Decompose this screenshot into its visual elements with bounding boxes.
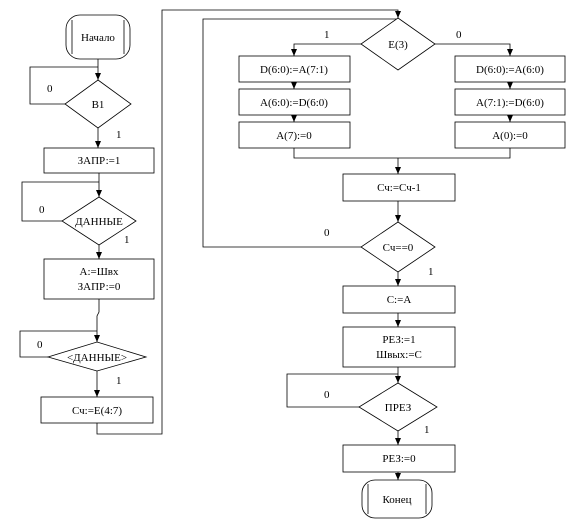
rez0-label: РЕЗ:=0 xyxy=(382,453,416,465)
a0-0-label: A(0):=0 xyxy=(492,130,528,142)
dannye-label: ДАННЫЕ xyxy=(75,216,123,228)
e3-decision: E(3) xyxy=(360,17,436,71)
d60-a71-label: D(6:0):=A(7:1) xyxy=(260,64,328,76)
prez-decision: ПРЕЗ xyxy=(358,382,438,432)
b1-label: B1 xyxy=(92,99,105,111)
c-a-process: C:=A xyxy=(342,285,456,314)
rez1-process: РЕЗ:=1 Швых:=C xyxy=(342,326,456,368)
prez-yes-label: 1 xyxy=(424,424,430,436)
b1-decision: B1 xyxy=(64,79,132,129)
rez1-line1: РЕЗ:=1 xyxy=(382,334,415,346)
zapr1-process: ЗАПР:=1 xyxy=(43,147,155,174)
a71-d60-process: A(7:1):=D(6:0) xyxy=(454,88,566,116)
sch-zero-label: Сч==0 xyxy=(383,242,414,254)
not-dannye-no-label: 0 xyxy=(37,339,43,351)
b1-yes-label: 1 xyxy=(116,129,122,141)
a60-d60-label: A(6:0):=D(6:0) xyxy=(260,97,328,109)
e3-right-label: 0 xyxy=(456,29,462,41)
dannye-decision: ДАННЫЕ xyxy=(61,196,137,246)
a0-0-process: A(0):=0 xyxy=(454,121,566,149)
sch-dec-process: Сч:=Сч-1 xyxy=(342,173,456,202)
sch-init-process: Сч:=E(4:7) xyxy=(40,396,154,424)
d60-a60-process: D(6:0):=A(6:0) xyxy=(454,55,566,83)
e3-label: E(3) xyxy=(388,39,408,51)
a-shvh-line1: A:=Швх xyxy=(80,266,119,278)
e3-left-label: 1 xyxy=(324,29,330,41)
dannye-no-label: 0 xyxy=(39,204,45,216)
end-terminal: Конец xyxy=(361,479,433,519)
a7-0-process: A(7):=0 xyxy=(238,121,351,149)
a-shvh-line2: ЗАПР:=0 xyxy=(78,281,121,293)
sch-zero-no-label: 0 xyxy=(324,227,330,239)
zapr1-label: ЗАПР:=1 xyxy=(78,155,121,167)
prez-no-label: 0 xyxy=(324,389,330,401)
sch-zero-decision: Сч==0 xyxy=(360,221,436,273)
rez0-process: РЕЗ:=0 xyxy=(342,444,456,473)
a60-d60-process: A(6:0):=D(6:0) xyxy=(238,88,351,116)
b1-no-label: 0 xyxy=(47,83,53,95)
sch-zero-yes-label: 1 xyxy=(428,266,434,278)
not-dannye-yes-label: 1 xyxy=(116,375,122,387)
rez1-line2: Швых:=C xyxy=(376,349,422,361)
sch-dec-label: Сч:=Сч-1 xyxy=(377,182,421,194)
prez-label: ПРЕЗ xyxy=(385,402,412,414)
a7-0-label: A(7):=0 xyxy=(276,130,312,142)
d60-a60-label: D(6:0):=A(6:0) xyxy=(476,64,544,76)
start-label: Начало xyxy=(81,32,115,44)
not-dannye-decision: <ДАННЫЕ> xyxy=(46,341,148,372)
d60-a71-process: D(6:0):=A(7:1) xyxy=(238,55,351,83)
dannye-yes-label: 1 xyxy=(124,234,130,246)
a71-d60-label: A(7:1):=D(6:0) xyxy=(476,97,544,109)
a-shvh-process: A:=Швх ЗАПР:=0 xyxy=(43,258,155,300)
c-a-label: C:=A xyxy=(387,294,412,306)
end-label: Конец xyxy=(383,494,412,506)
not-dannye-label: <ДАННЫЕ> xyxy=(67,352,127,364)
sch-init-label: Сч:=E(4:7) xyxy=(72,405,122,417)
start-terminal: Начало xyxy=(65,14,131,60)
